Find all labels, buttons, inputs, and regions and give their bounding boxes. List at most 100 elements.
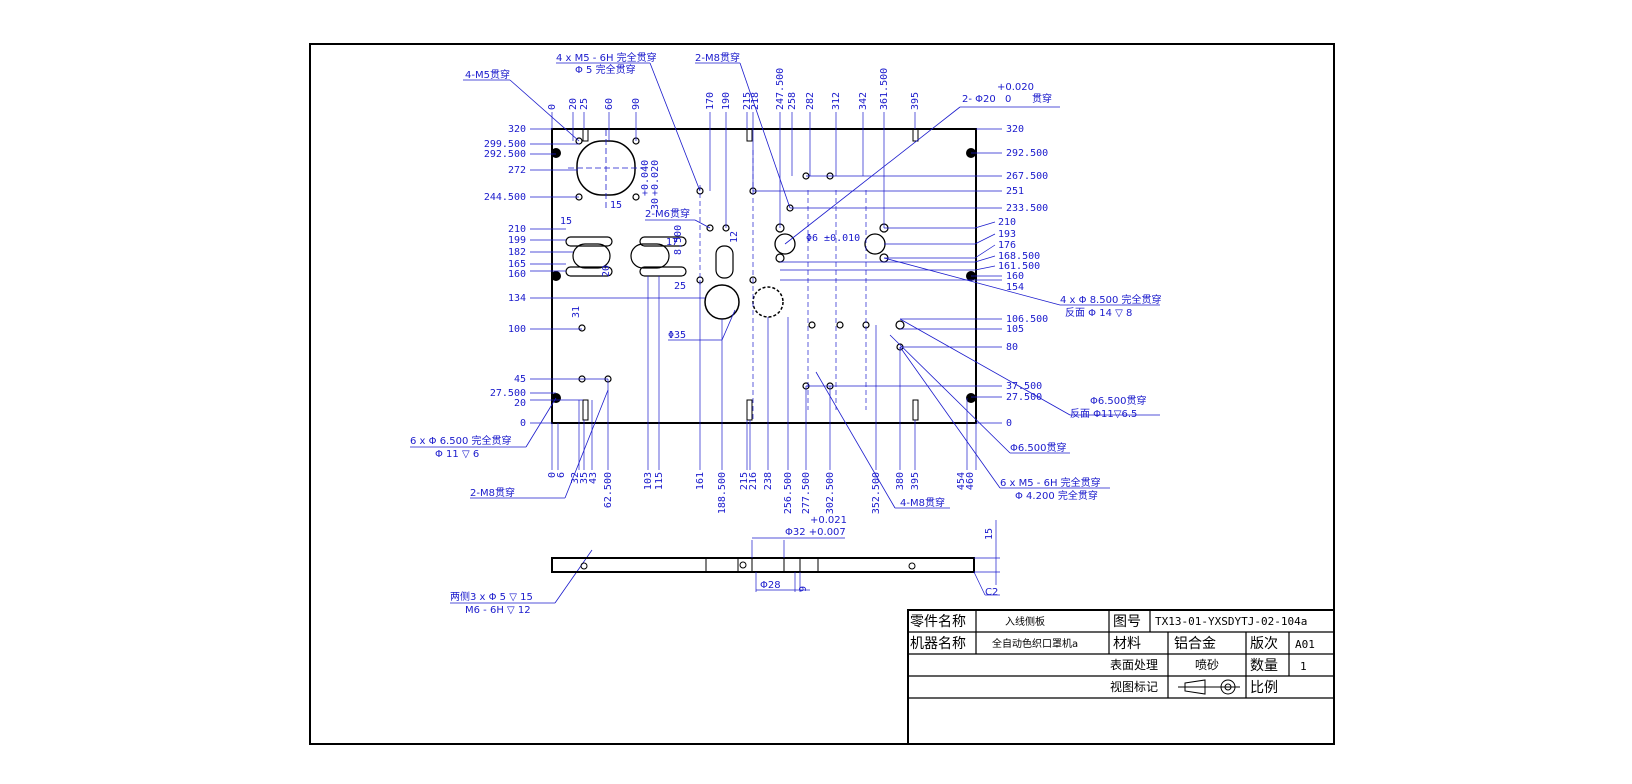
- bottom-dim: 103: [643, 472, 654, 490]
- note-d6-6x: 6 x Φ 6.500 完全贯穿: [410, 434, 512, 447]
- left-dim: 165: [508, 259, 526, 270]
- right-dim: 292.500: [1006, 148, 1048, 159]
- view-symbol-icon: [1178, 679, 1240, 695]
- top-dim: 215: [742, 92, 753, 110]
- note-side-holes-b: M6 - 6H ▽ 12: [465, 605, 531, 616]
- top-dim: 361.500: [879, 68, 890, 110]
- bottom-dim: 6: [556, 472, 567, 478]
- right-dimension-labels: 320 292.500 267.500 251 233.500 210 193 …: [998, 124, 1048, 429]
- slot-3: [572, 243, 611, 269]
- note-d20-tol-low: 0: [1005, 94, 1011, 105]
- note-side-9: 9: [798, 586, 809, 592]
- top-dim: 258: [787, 92, 798, 110]
- right-dim: 0: [1006, 418, 1012, 429]
- note-m5-6x: 6 x M5 - 6H 完全贯穿: [1000, 476, 1101, 489]
- left-dim: 0: [520, 418, 526, 429]
- top-dim: 190: [721, 92, 732, 110]
- inner-dimension-labels: 15 15 +0.040 +0.020 30 17 8.500 12 20 25…: [560, 160, 860, 341]
- right-dim: 160: [1006, 271, 1024, 282]
- left-dim: 272: [508, 165, 526, 176]
- top-dimension-labels: 0 20 25 60 90 170 190 215 218 247.500 25…: [547, 68, 921, 110]
- right-dim: 320: [1006, 124, 1024, 135]
- bottom-dim: 256.500: [783, 472, 794, 514]
- vertical-slot: [715, 245, 734, 279]
- note-m8-top: 2-M8贯穿: [695, 51, 740, 64]
- front-view: [551, 128, 977, 424]
- left-dim: 210: [508, 224, 526, 235]
- bottom-dim: 460: [965, 472, 976, 490]
- right-dim: 193: [998, 229, 1016, 240]
- note-c2: C2: [985, 587, 998, 598]
- note-leaders: [410, 62, 1160, 604]
- note-d32: Φ32 +0.007: [785, 527, 846, 538]
- right-dim: 251: [1006, 186, 1024, 197]
- note-d6-500-c: Φ6.500贯穿: [1010, 441, 1067, 454]
- left-dim: 199: [508, 235, 526, 246]
- notes: 4-M5贯穿 4 x M5 - 6H 完全贯穿 Φ 5 完全贯穿 2-M8贯穿 …: [410, 51, 1162, 616]
- bottom-dim: 395: [910, 472, 921, 490]
- left-dim: 27.500: [490, 388, 526, 399]
- note-m8-bottom: 2-M8贯穿: [470, 486, 515, 499]
- bottom-dim: 32: [570, 472, 581, 484]
- bottom-dim: 115: [654, 472, 665, 490]
- top-dim: 342: [858, 92, 869, 110]
- inner-dim: 25: [674, 281, 686, 292]
- material: 铝合金: [1174, 636, 1216, 652]
- bottom-dim: 62.500: [603, 472, 614, 508]
- right-dim: 267.500: [1006, 171, 1048, 182]
- left-dim: 160: [508, 269, 526, 280]
- right-dim: 168.500: [998, 251, 1040, 262]
- tapped-marks: [582, 128, 919, 421]
- top-dim: 90: [631, 98, 642, 110]
- top-dim: 282: [805, 92, 816, 110]
- right-dim: 106.500: [1006, 314, 1048, 325]
- note-d28: Φ28: [760, 580, 781, 591]
- left-dim: 134: [508, 293, 526, 304]
- inner-dim: Φ35: [668, 330, 686, 341]
- qty: 1: [1300, 660, 1307, 673]
- top-dim: 25: [579, 98, 590, 110]
- revision-label: 版次: [1250, 636, 1278, 652]
- bottom-dim: 277.500: [801, 472, 812, 514]
- surface: 喷砂: [1195, 658, 1219, 672]
- plate-outline: [551, 128, 977, 424]
- drawing-no: TX13-01-YXSDYTJ-02-104a: [1155, 615, 1307, 628]
- note-m5-6x-b: Φ 4.200 完全贯穿: [1015, 489, 1098, 502]
- bottom-dim: 188.500: [717, 472, 728, 514]
- inner-dim: 30: [650, 198, 661, 210]
- bottom-dim: 215: [739, 472, 750, 490]
- machine-name-label: 机器名称: [910, 636, 966, 652]
- bottom-dim: 43: [588, 472, 599, 484]
- note-d8-4x-b: 反面 Φ 14 ▽ 8: [1065, 307, 1132, 319]
- bottom-dim: 380: [895, 472, 906, 490]
- note-d6-500-b: 反面 Φ11▽6.5: [1070, 408, 1137, 420]
- left-dim: 292.500: [484, 149, 526, 160]
- material-label: 材料: [1113, 636, 1141, 652]
- top-dim: 312: [831, 92, 842, 110]
- bottom-dim: 302.500: [825, 472, 836, 514]
- bottom-dim: 454: [956, 472, 967, 490]
- bottom-dim: 238: [763, 472, 774, 490]
- view-label: 视图标记: [1110, 679, 1158, 694]
- inner-dim: 15: [610, 200, 622, 211]
- side-view: [551, 520, 1000, 596]
- bottom-dim: 352.500: [871, 472, 882, 514]
- note-d32-up: +0.021: [810, 515, 847, 526]
- top-dim: 395: [910, 92, 921, 110]
- note-d8-4x: 4 x Φ 8.500 完全贯穿: [1060, 293, 1162, 306]
- bottom-dim: 216: [748, 472, 759, 490]
- dimension-lines: [530, 112, 1002, 470]
- qty-label: 数量: [1250, 658, 1278, 674]
- right-dim: 154: [1006, 282, 1024, 293]
- inner-dim: Φ6 ±0.010: [806, 233, 860, 244]
- note-d20: 2- Φ20: [962, 94, 996, 105]
- right-dim: 80: [1006, 342, 1018, 353]
- part-name: 入线侧板: [1005, 615, 1045, 628]
- note-d6-6x-b: Φ 11 ▽ 6: [435, 449, 479, 460]
- machine-name: 全自动色织口罩机a: [992, 637, 1078, 650]
- left-dim: 20: [514, 398, 526, 409]
- title-block: [907, 609, 1335, 745]
- note-m5-4x: 4 x M5 - 6H 完全贯穿: [556, 51, 657, 64]
- note-m8-4: 4-M8贯穿: [900, 496, 945, 509]
- left-dim: 320: [508, 124, 526, 135]
